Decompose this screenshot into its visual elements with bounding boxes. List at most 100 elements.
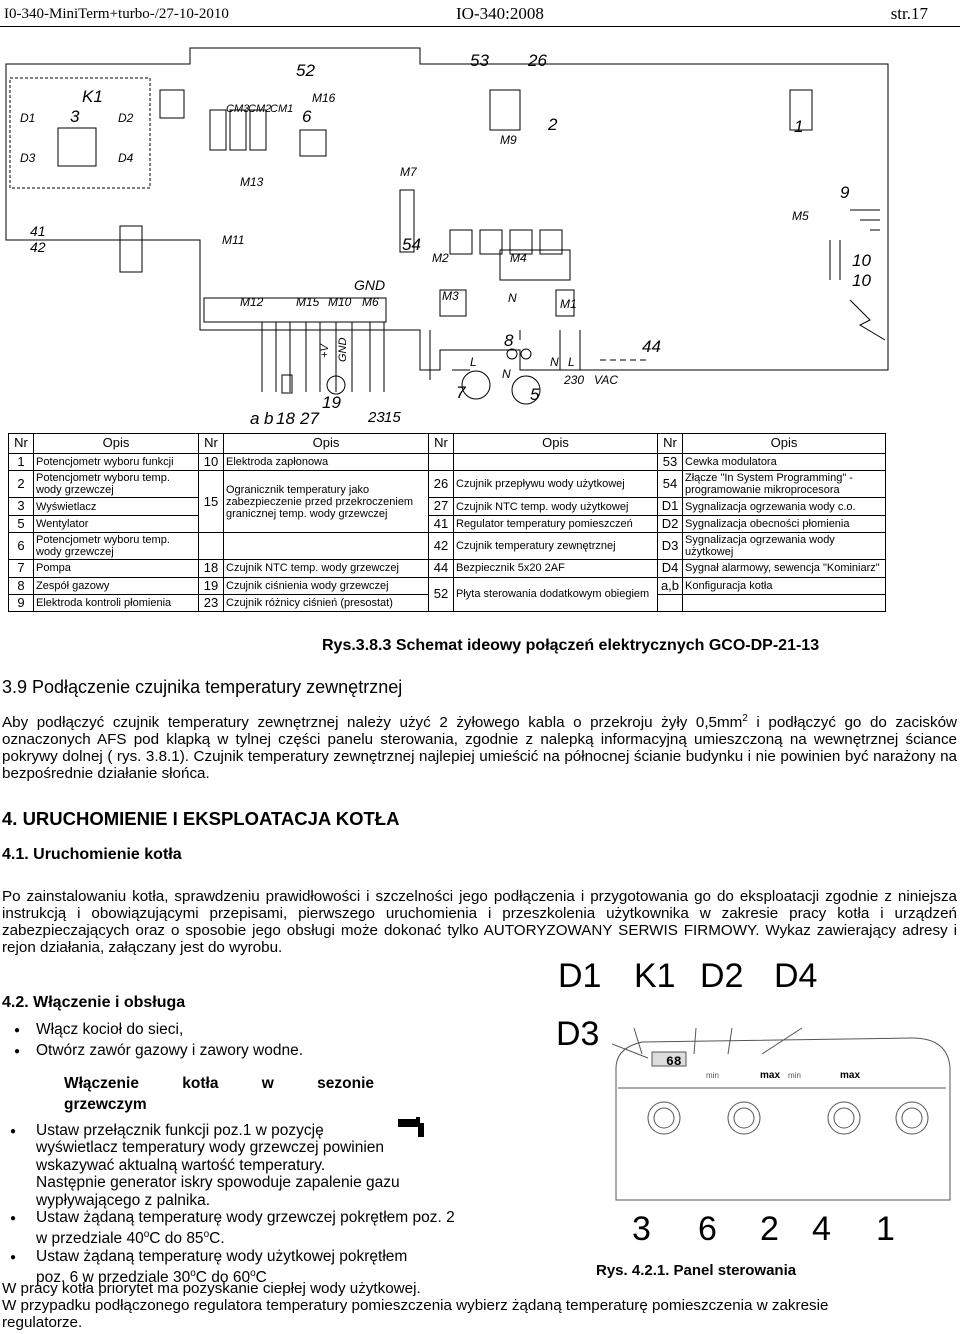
panel-number: 3 bbox=[632, 1210, 651, 1248]
schem-label: VAC bbox=[594, 373, 618, 387]
legend-desc: Sygnał alarmowy, sewencja "Kominiarz" bbox=[682, 559, 886, 578]
legend-nr: 54 bbox=[657, 470, 683, 499]
schem-label: M9 bbox=[500, 133, 517, 147]
legend-nr: 2 bbox=[8, 470, 34, 499]
list-item: Ustaw żądaną temperaturę wody grzewczej … bbox=[10, 1209, 520, 1228]
panel-max-label: max bbox=[840, 1070, 860, 1081]
legend-header: Nr bbox=[8, 433, 34, 454]
legend-nr: 41 bbox=[428, 514, 454, 534]
legend-desc: Sygnalizacja ogrzewania wody użytkowej bbox=[682, 532, 886, 561]
panel-number: 1 bbox=[876, 1210, 895, 1248]
list-item: Włącz kocioł do sieci, bbox=[14, 1019, 303, 1041]
schem-label: 1 bbox=[794, 117, 803, 136]
legend-nr: 3 bbox=[8, 497, 34, 516]
schem-label: D2 bbox=[118, 111, 134, 125]
schem-label: D1 bbox=[20, 111, 35, 125]
legend-header: Nr bbox=[198, 433, 224, 454]
list-item: Ustaw przełącznik funkcji poz.1 w pozycj… bbox=[10, 1122, 520, 1141]
schem-label: 8 bbox=[504, 331, 514, 350]
list-item-cont: Następnie generator iskry spowoduje zapa… bbox=[36, 1174, 400, 1192]
legend-desc: Czujnik temperatury zewnętrznej bbox=[453, 532, 658, 561]
schem-label: M10 bbox=[328, 295, 352, 309]
text-part: w przedziale 40 bbox=[36, 1230, 144, 1248]
text-sup: o bbox=[143, 1229, 150, 1241]
legend-row: 7 Pompa 18 Czujnik NTC temp. wody grzewc… bbox=[8, 559, 886, 578]
legend-desc: Złącze "In System Programming" - program… bbox=[682, 470, 886, 499]
legend-desc: Sygnalizacja obecności płomienia bbox=[682, 514, 886, 534]
legend-row: 8 Zespół gazowy 19 Czujnik ciśnienia wod… bbox=[8, 576, 886, 613]
legend-nr bbox=[198, 532, 224, 561]
para-sup: 2 bbox=[742, 713, 748, 724]
schem-label: 52 bbox=[296, 61, 315, 80]
legend-nr: 6 bbox=[8, 532, 34, 561]
section-paragraph: Po zainstalowaniu kotła, sprawdzeniu pra… bbox=[2, 888, 957, 956]
schem-label: 3 bbox=[70, 107, 80, 126]
schem-label: M12 bbox=[240, 295, 264, 309]
panel-min-label: min bbox=[788, 1071, 801, 1080]
schem-label: M5 bbox=[792, 209, 809, 223]
text-part: C. bbox=[209, 1230, 225, 1248]
schem-label: CM3 bbox=[226, 103, 250, 115]
legend-row: 6 Potencjometr wyboru temp. wody grzewcz… bbox=[8, 532, 886, 561]
title-word: kotła bbox=[182, 1075, 219, 1092]
schem-label: M2 bbox=[432, 251, 449, 265]
footer-text: W pracy kotła priorytet ma pozyskanie ci… bbox=[2, 1280, 421, 1297]
legend-nr: 9 bbox=[8, 593, 34, 613]
text-part: C do 85 bbox=[149, 1230, 204, 1248]
legend-desc: Elektroda zapłonowa bbox=[223, 452, 429, 472]
title-word: sezonie bbox=[317, 1075, 374, 1092]
legend-nr: 8 bbox=[8, 576, 34, 595]
schem-label: M13 bbox=[240, 175, 264, 189]
title-word: w bbox=[261, 1075, 274, 1092]
legend-row: 5 Wentylator 41 Regulator temperatury po… bbox=[8, 514, 886, 534]
legend-desc: Konfiguracja kotła bbox=[682, 576, 886, 595]
schem-label: b bbox=[264, 409, 273, 428]
legend-desc: Sygnalizacja ogrzewania wody c.o. bbox=[682, 497, 886, 516]
panel-label: D1 bbox=[558, 957, 602, 995]
bullet-list: Włącz kocioł do sieci, Otwórz zawór gazo… bbox=[14, 1019, 303, 1062]
legend-nr: D2 bbox=[657, 514, 683, 534]
list-item-cont: w przedziale 40oC do 85oC. bbox=[10, 1226, 520, 1248]
schem-label: 6 bbox=[302, 107, 312, 126]
panel-number: 4 bbox=[812, 1210, 831, 1248]
list-item-cont: wyświetlacz temperatury wody grzewczej p… bbox=[36, 1139, 385, 1157]
panel-label: D3 bbox=[556, 1015, 600, 1053]
legend-nr: a,b bbox=[657, 576, 683, 595]
legend-row: 9 Elektroda kontroli płomienia 23 Czujni… bbox=[8, 593, 886, 613]
panel-caption: Rys. 4.2.1. Panel sterowania bbox=[596, 1262, 797, 1279]
legend-desc: Elektroda kontroli płomienia bbox=[33, 593, 199, 613]
schem-label: M4 bbox=[510, 251, 527, 265]
legend-header: Opis bbox=[682, 433, 886, 454]
schem-label: L bbox=[568, 355, 575, 369]
legend-table: Nr Opis Nr Opis Nr Opis Nr Opis 1 Potenc… bbox=[8, 433, 886, 613]
schem-label: 42 bbox=[30, 239, 46, 255]
panel-max-label: max bbox=[760, 1070, 780, 1081]
panel-label: K1 bbox=[634, 957, 676, 995]
legend-nr: D4 bbox=[657, 559, 683, 578]
legend-nr: 5 bbox=[8, 514, 34, 534]
para-text: i podłączyć go do zacisków oznaczonych A… bbox=[2, 714, 958, 783]
schem-label: 10 bbox=[852, 271, 871, 290]
schem-label: 9 bbox=[840, 183, 850, 202]
legend-desc: Regulator temperatury pomieszczeń bbox=[453, 514, 658, 534]
schem-label: M11 bbox=[222, 233, 244, 247]
schem-label: GND bbox=[337, 338, 349, 363]
doc-standard: IO-340:2008 bbox=[456, 4, 544, 23]
page-header: I0-340-MiniTerm+turbo-/27-10-2010 IO-340… bbox=[0, 0, 960, 28]
schem-label: 19 bbox=[322, 393, 341, 412]
schem-label: M3 bbox=[442, 289, 459, 303]
schem-label: 44 bbox=[642, 337, 661, 356]
legend-nr: 7 bbox=[8, 559, 34, 578]
schem-label: D4 bbox=[118, 151, 134, 165]
legend-desc: Czujnik ciśnienia wody grzewczej bbox=[223, 576, 429, 595]
panel-number: 6 bbox=[698, 1210, 717, 1248]
legend-header: Opis bbox=[33, 433, 199, 454]
schem-label: 53 bbox=[470, 51, 489, 70]
schem-label: 23 bbox=[367, 409, 385, 426]
schem-label: GND bbox=[354, 277, 385, 293]
title-word: grzewczym bbox=[64, 1096, 147, 1113]
legend-header: Nr bbox=[657, 433, 683, 454]
schem-label: 10 bbox=[852, 251, 871, 270]
legend-desc: Czujnik przepływu wody użytkowej bbox=[453, 470, 658, 499]
wiring-schematic: 52 53 26 K1 3 D1 D2 D3 D4 M16 CM3 CM2 CM… bbox=[5, 47, 889, 428]
